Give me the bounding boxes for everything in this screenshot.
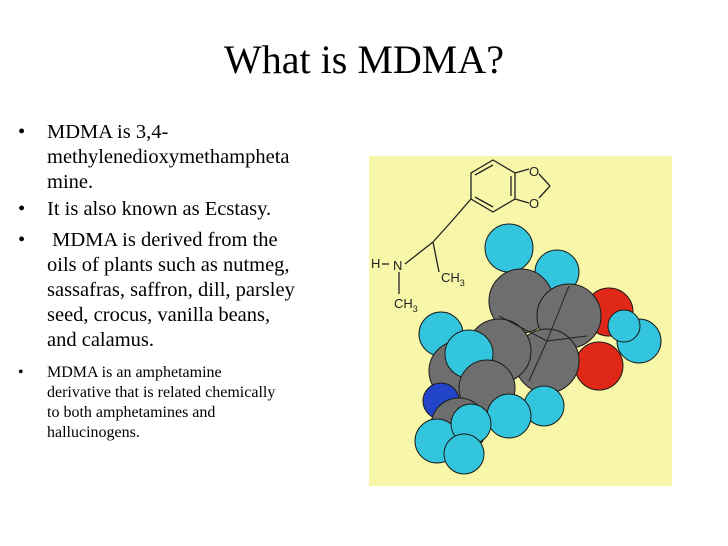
oxygen-atom (574, 341, 624, 391)
hydrogen-label: H (371, 256, 380, 271)
methyl-label-bottom: CH3 (394, 296, 418, 314)
hydrogen-atom (607, 309, 641, 343)
molecule-svg: O O H N CH3 CH3 (371, 159, 662, 475)
bullet-marker: • (18, 121, 26, 143)
bullet-marker: • (18, 198, 26, 220)
methyl-label-side: CH3 (441, 270, 465, 288)
bullet-marker: • (18, 229, 26, 251)
bullet-item-ecstasy: • It is also known as Ecstasy. (18, 197, 348, 222)
ring-bond-lines (498, 285, 588, 382)
bullet-text: It is also known as Ecstasy. (47, 198, 272, 220)
space-filling-model (414, 223, 662, 475)
hydrogen-atom (484, 223, 534, 273)
benzene-ring (470, 159, 516, 213)
structural-formula (382, 159, 551, 294)
mdma-molecule-figure: O O H N CH3 CH3 (369, 156, 672, 486)
nitrogen-label: N (393, 258, 402, 273)
oxygen-label-top: O (529, 164, 539, 179)
slide-title: What is MDMA? (224, 37, 504, 82)
hydrogen-atom (486, 393, 532, 439)
oxygen-label-bottom: O (529, 196, 539, 211)
hydrogen-atom (443, 433, 485, 475)
bullet-marker: • (18, 364, 24, 381)
